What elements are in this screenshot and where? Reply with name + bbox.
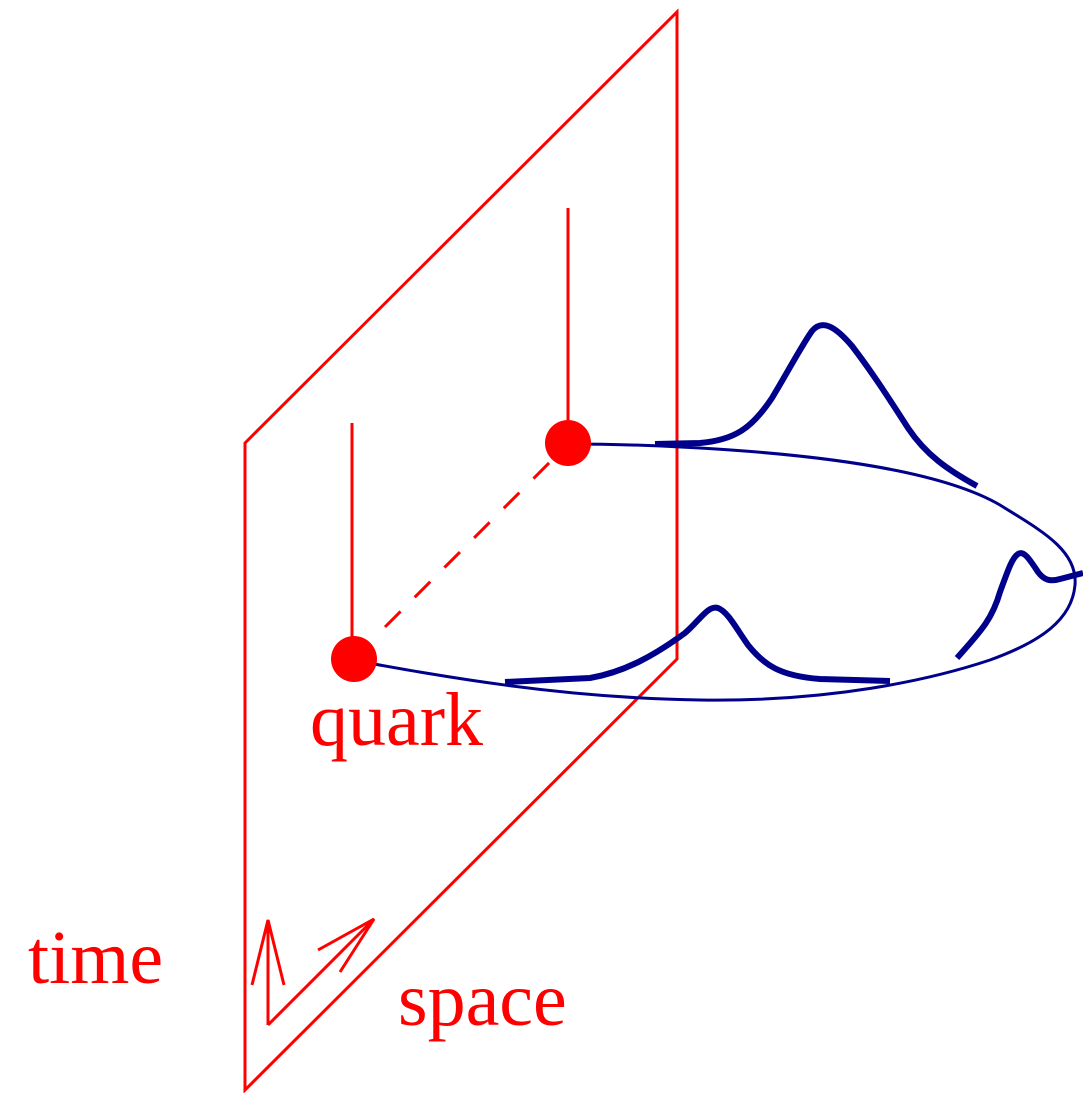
string-fluctuation-upper: [655, 325, 977, 486]
wall-plane: [245, 12, 677, 1090]
quark-separation-dashed-line: [385, 452, 560, 627]
quark-label: quark: [310, 678, 483, 762]
time-axis-label: time: [28, 916, 163, 1000]
string-fluctuation-lower: [505, 608, 890, 682]
back-quark-dot: [545, 420, 591, 466]
time-arrow-icon: [252, 920, 284, 1025]
space-axis-label: space: [398, 958, 567, 1042]
space-arrow-icon: [268, 919, 374, 1025]
front-quark-dot: [331, 636, 377, 682]
string-fluctuation-right: [957, 553, 1083, 658]
